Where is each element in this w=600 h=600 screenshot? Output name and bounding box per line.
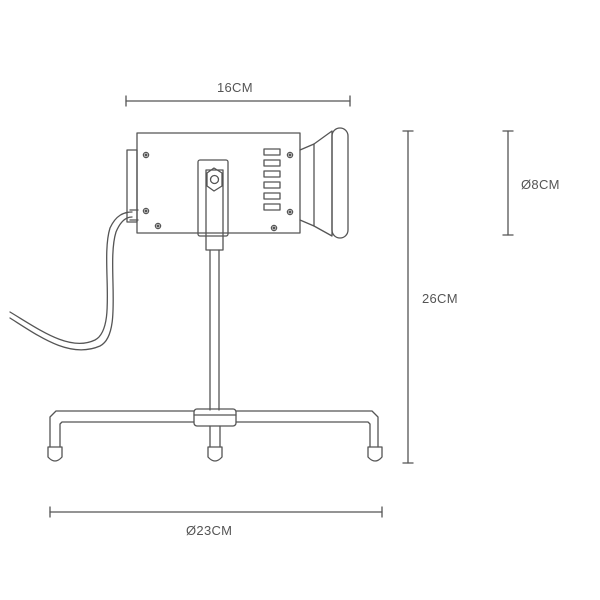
lamp-shade [299,127,349,239]
adjustment-knob [205,167,224,251]
shade-diameter-dimension-line [502,130,514,236]
shade-diameter-label: Ø8CM [521,177,560,192]
base-diameter-label: Ø23CM [186,523,233,538]
height-label: 26CM [422,291,458,306]
width-dimension-line [125,95,351,107]
height-dimension-line [402,130,414,464]
base-diameter-dimension-line [49,506,383,518]
foot-icon [47,446,383,462]
screw-icon [142,151,294,232]
power-cable [9,209,139,351]
lamp-stem [209,249,220,411]
lamp-head [126,132,301,237]
lamp-base [47,408,383,462]
vent-slots [263,148,281,211]
width-label: 16CM [217,80,253,95]
